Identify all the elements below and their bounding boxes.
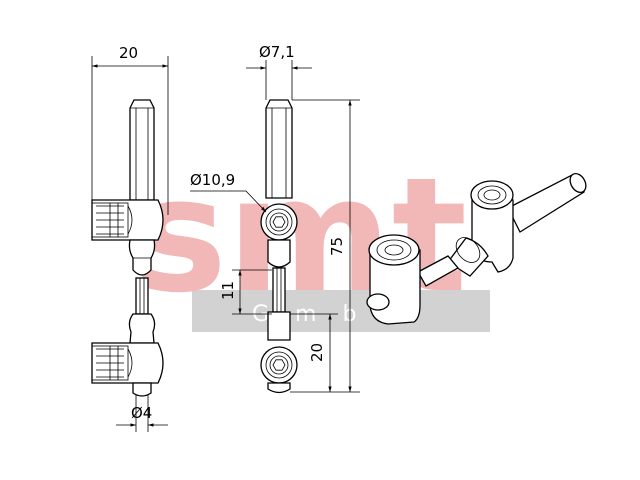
- front-view: Ø7,1 Ø10,9 11 20 75: [190, 43, 360, 394]
- middle-pin: [135, 277, 149, 315]
- upper-ball: [128, 239, 156, 276]
- front-shaft: [265, 99, 293, 199]
- dim-socket-dia: Ø10,9: [190, 171, 235, 189]
- dim-total-length: 75: [328, 237, 346, 256]
- dim-pin-dia: Ø4: [131, 404, 152, 422]
- dim-shaft-dia: Ø7,1: [259, 43, 295, 61]
- front-pin: [272, 267, 286, 313]
- dim-width-top: 20: [119, 44, 138, 62]
- dim-gap-height: 11: [219, 281, 237, 300]
- isometric-view: [366, 173, 587, 325]
- dim-socket-offset: 20: [308, 343, 326, 362]
- lower-ball: [128, 313, 156, 344]
- bottom-nub: [132, 382, 152, 397]
- side-view: 20 Ø4: [91, 44, 169, 432]
- front-neck: [267, 239, 291, 268]
- upper-shaft: [129, 99, 155, 201]
- iso-pin-stub: [366, 293, 390, 311]
- watermark: smt GmbH: [133, 144, 490, 332]
